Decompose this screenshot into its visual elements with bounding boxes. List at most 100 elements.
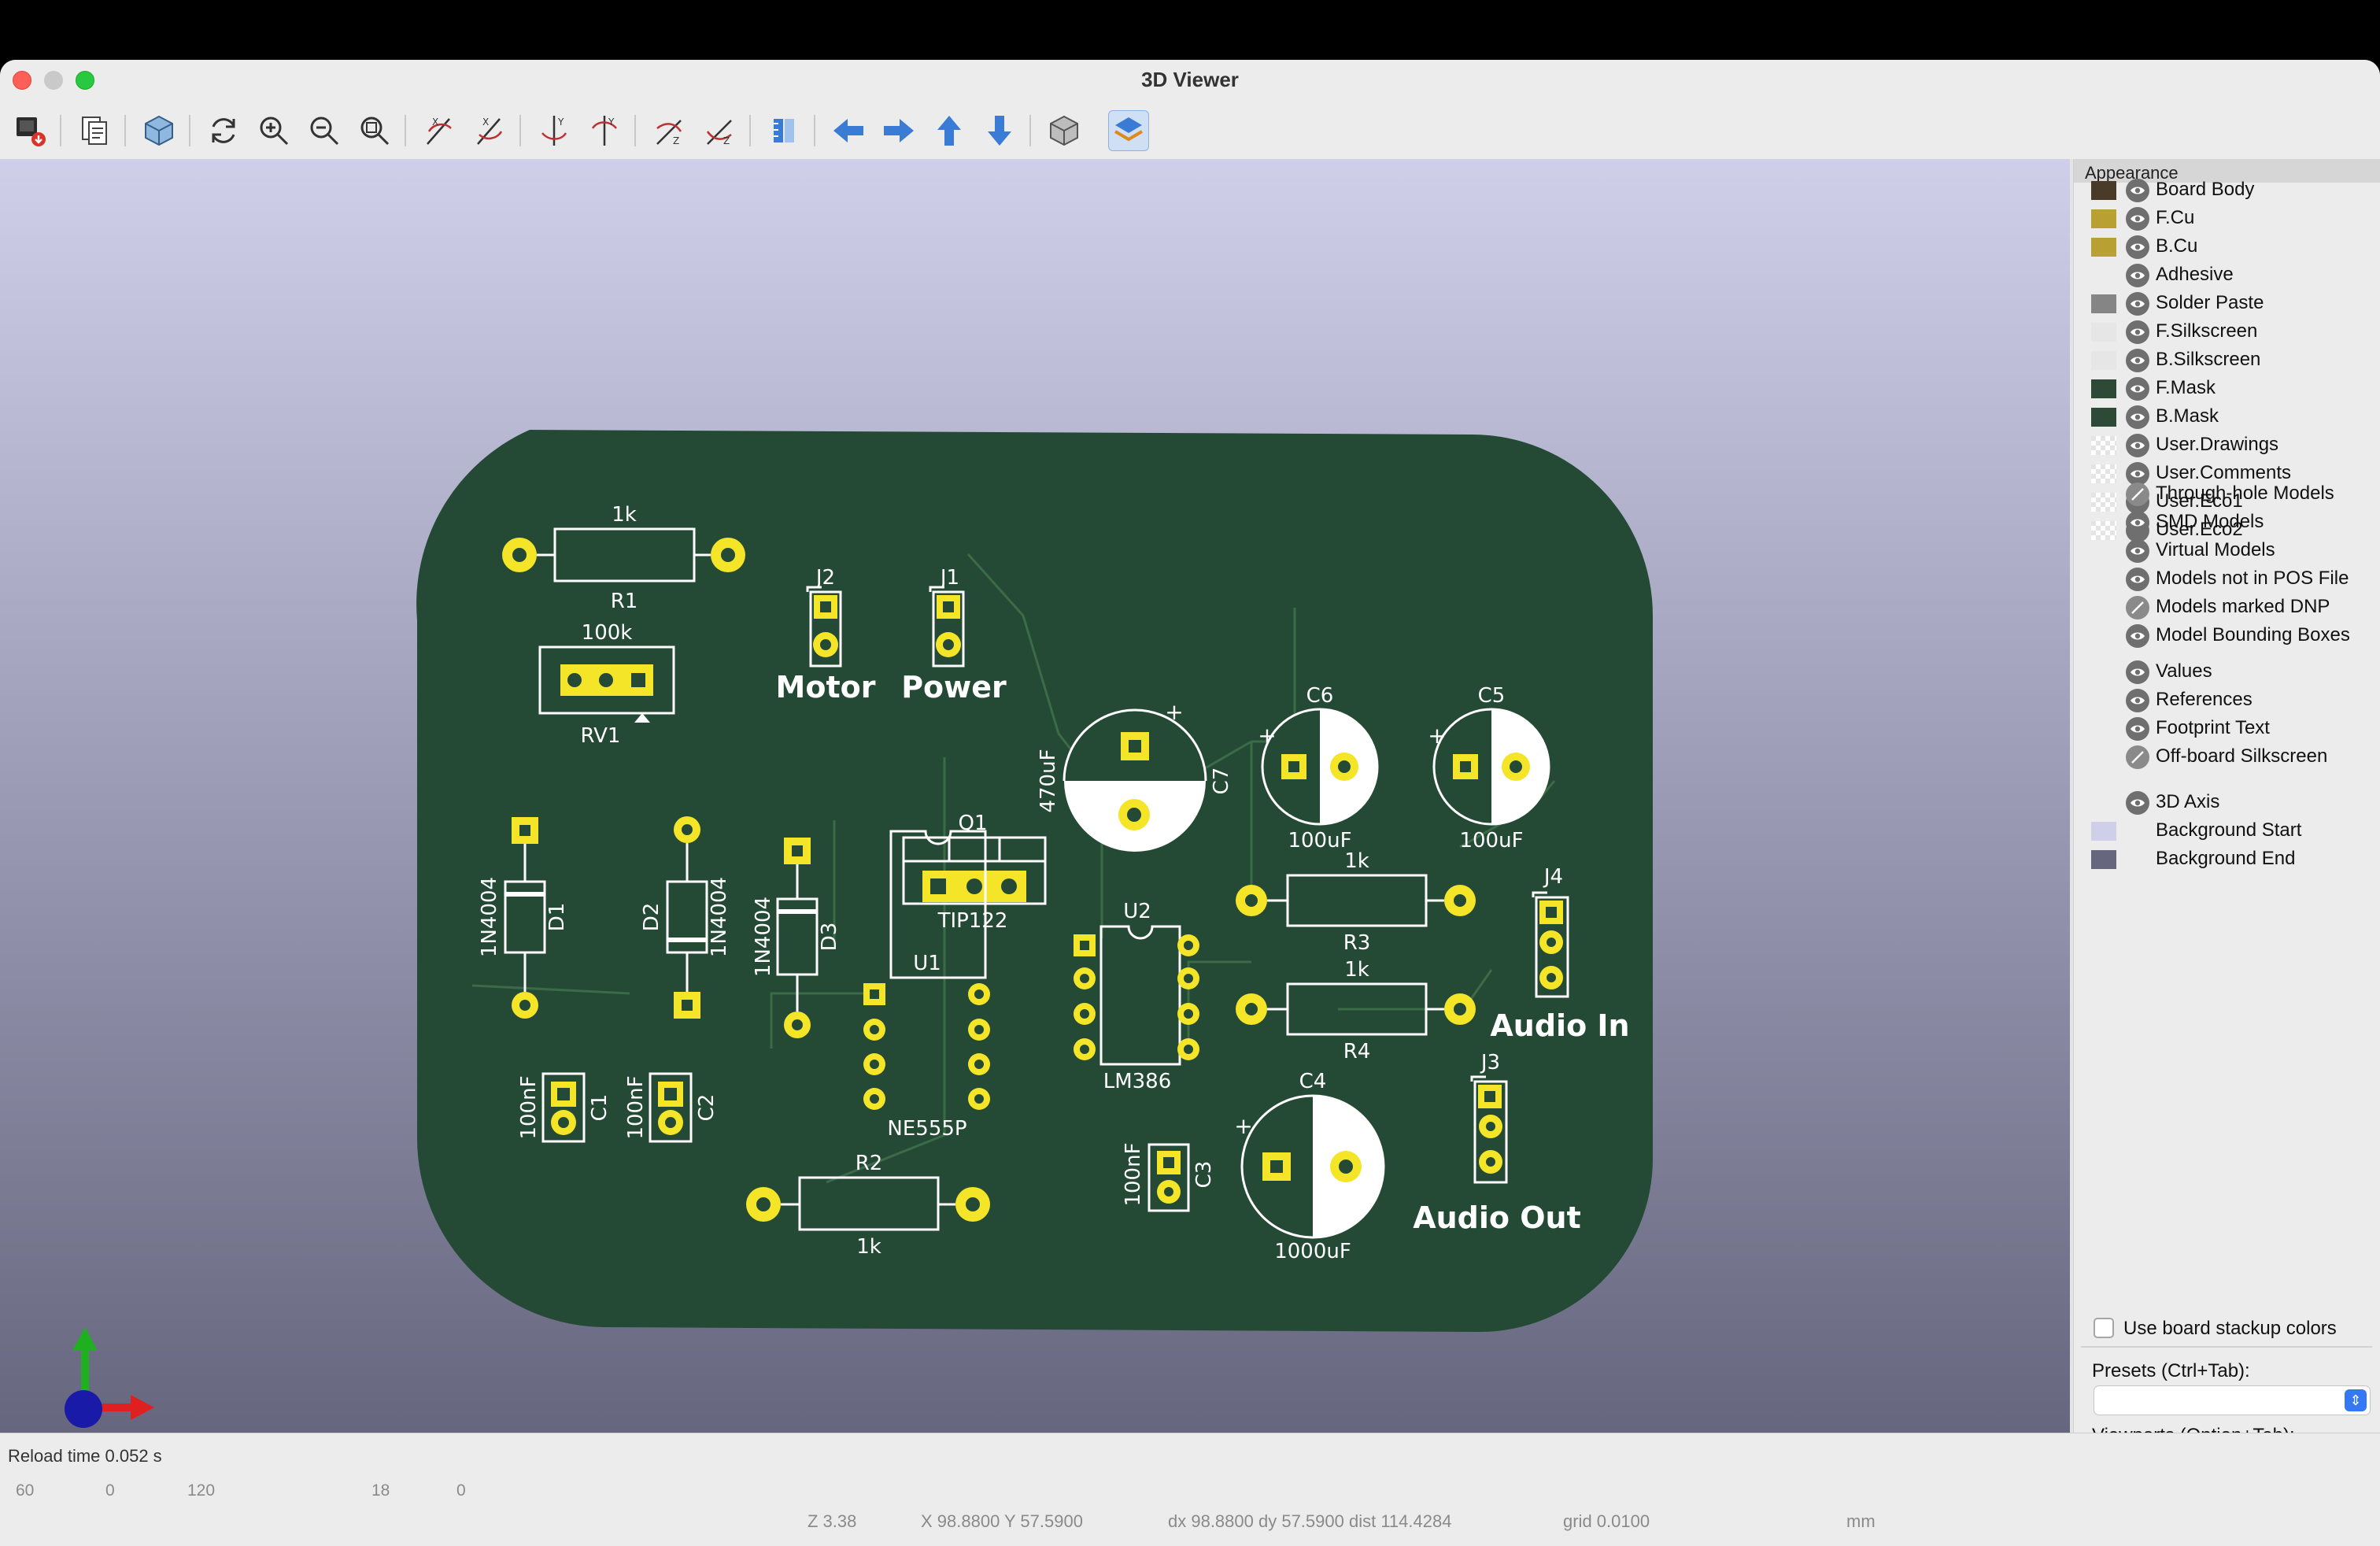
close-window-button[interactable] bbox=[13, 71, 31, 90]
rotate-x-ccw-icon[interactable]: X bbox=[469, 110, 510, 151]
resistor-r1: 1k R1 bbox=[502, 503, 745, 613]
color-swatch[interactable] bbox=[2091, 294, 2116, 313]
r1-ref: R1 bbox=[611, 590, 638, 613]
layer-label: Model Bounding Boxes bbox=[2156, 624, 2350, 645]
ruler-tick: 0 bbox=[456, 1481, 466, 1500]
layer-row-user-eco1[interactable]: User.Eco1 bbox=[2091, 488, 2374, 516]
layer-row-user-drawings[interactable]: User.Drawings bbox=[2091, 431, 2374, 460]
zoom-in-icon[interactable] bbox=[253, 110, 294, 151]
layer-row-f-cu[interactable]: F.Cu bbox=[2091, 205, 2374, 233]
layer-row-3d-axis[interactable]: 3D Axis bbox=[2091, 789, 2374, 817]
maximize-window-button[interactable] bbox=[76, 71, 94, 90]
color-swatch[interactable] bbox=[2091, 379, 2116, 398]
color-swatch[interactable] bbox=[2091, 323, 2116, 342]
eye-icon[interactable] bbox=[2126, 462, 2149, 486]
j1-ref: J1 bbox=[939, 566, 959, 590]
layer-row-model-bounding-boxes[interactable]: Model Bounding Boxes bbox=[2091, 622, 2374, 650]
eye-icon[interactable] bbox=[2126, 568, 2149, 591]
layer-row-references[interactable]: References bbox=[2091, 686, 2374, 715]
eye-icon[interactable] bbox=[2126, 511, 2149, 534]
eye-icon[interactable] bbox=[2126, 377, 2149, 401]
eye-hidden-icon[interactable] bbox=[2126, 483, 2149, 506]
eye-icon[interactable] bbox=[2126, 207, 2149, 231]
rotate-y-cw-icon[interactable]: Y bbox=[534, 110, 575, 151]
eye-icon[interactable] bbox=[2126, 320, 2149, 344]
eye-icon[interactable] bbox=[2126, 292, 2149, 316]
rotate-z-ccw-icon[interactable]: Z bbox=[699, 110, 740, 151]
color-swatch[interactable] bbox=[2091, 493, 2116, 512]
layer-row-models-marked-dnp[interactable]: Models marked DNP bbox=[2091, 594, 2374, 622]
move-down-icon[interactable] bbox=[979, 110, 1020, 151]
layer-row-f-silkscreen[interactable]: F.Silkscreen bbox=[2091, 318, 2374, 346]
color-swatch[interactable] bbox=[2091, 238, 2116, 257]
copy-icon[interactable] bbox=[74, 110, 115, 151]
rotate-x-cw-icon[interactable]: X bbox=[419, 110, 460, 151]
connector-j1: J1 Power bbox=[901, 566, 1007, 705]
eye-icon[interactable] bbox=[2126, 349, 2149, 372]
presets-select[interactable]: ⇕ bbox=[2094, 1385, 2371, 1415]
use-board-stackup-colors-checkbox[interactable] bbox=[2094, 1318, 2114, 1338]
layer-row-virtual-models[interactable]: Virtual Models bbox=[2091, 537, 2374, 565]
u1-value: NE555P bbox=[887, 1117, 966, 1141]
color-swatch[interactable] bbox=[2091, 408, 2116, 427]
layer-row-through-hole-models[interactable]: Through-hole Models bbox=[2091, 480, 2374, 509]
layer-row-b-silkscreen[interactable]: B.Silkscreen bbox=[2091, 346, 2374, 375]
layer-row-board-body[interactable]: Board Body bbox=[2091, 176, 2374, 205]
eye-icon[interactable] bbox=[2126, 689, 2149, 712]
move-left-icon[interactable] bbox=[828, 110, 869, 151]
color-swatch[interactable] bbox=[2091, 822, 2116, 841]
connector-j3: J3 Audio Out bbox=[1413, 1051, 1581, 1235]
layer-row-solder-paste[interactable]: Solder Paste bbox=[2091, 290, 2374, 318]
eye-icon[interactable] bbox=[2126, 179, 2149, 202]
color-swatch[interactable] bbox=[2091, 209, 2116, 228]
eye-icon[interactable] bbox=[2126, 434, 2149, 457]
eye-icon[interactable] bbox=[2126, 235, 2149, 259]
move-up-icon[interactable] bbox=[929, 110, 970, 151]
3d-viewport[interactable]: 1k R1 100k RV1 1N4004 D1 bbox=[0, 159, 2070, 1433]
eye-icon[interactable] bbox=[2126, 791, 2149, 815]
export-icon[interactable] bbox=[9, 110, 50, 151]
layer-row-models-not-in-pos-file[interactable]: Models not in POS File bbox=[2091, 565, 2374, 594]
minimize-window-button[interactable] bbox=[44, 71, 63, 90]
layer-row-user-comments[interactable]: User.Comments bbox=[2091, 460, 2374, 488]
color-swatch[interactable] bbox=[2091, 850, 2116, 869]
eye-icon[interactable] bbox=[2126, 660, 2149, 684]
eye-hidden-icon[interactable] bbox=[2126, 596, 2149, 620]
layer-row-off-board-silkscreen[interactable]: Off-board Silkscreen bbox=[2091, 743, 2374, 771]
move-right-icon[interactable] bbox=[878, 110, 919, 151]
eye-icon[interactable] bbox=[2126, 717, 2149, 741]
eye-icon[interactable] bbox=[2126, 624, 2149, 648]
c7-value: 470uF bbox=[1037, 749, 1060, 812]
layer-row-footprint-text[interactable]: Footprint Text bbox=[2091, 715, 2374, 743]
transistor-q1: Q1 TIP122 bbox=[902, 812, 1047, 933]
layers-toggle-icon[interactable] bbox=[1108, 110, 1149, 151]
q1-value: TIP122 bbox=[937, 909, 1008, 933]
color-swatch[interactable] bbox=[2091, 181, 2116, 200]
ortho-icon[interactable] bbox=[1044, 110, 1085, 151]
layer-row-smd-models[interactable]: SMD Models bbox=[2091, 509, 2374, 537]
eye-hidden-icon[interactable] bbox=[2126, 745, 2149, 769]
color-swatch[interactable] bbox=[2091, 521, 2116, 540]
raytrace-icon[interactable] bbox=[139, 110, 179, 151]
eye-icon[interactable] bbox=[2126, 539, 2149, 563]
layer-row-f-mask[interactable]: F.Mask bbox=[2091, 375, 2374, 403]
color-swatch[interactable] bbox=[2091, 436, 2116, 455]
rotate-z-cw-icon[interactable]: Z bbox=[649, 110, 689, 151]
layer-row-values[interactable]: Values bbox=[2091, 658, 2374, 686]
color-swatch[interactable] bbox=[2091, 464, 2116, 483]
zoom-fit-icon[interactable] bbox=[354, 110, 395, 151]
zoom-out-icon[interactable] bbox=[304, 110, 345, 151]
layer-row-b-cu[interactable]: B.Cu bbox=[2091, 233, 2374, 261]
layer-row-background-end[interactable]: Background End bbox=[2091, 845, 2374, 874]
color-swatch[interactable] bbox=[2091, 351, 2116, 370]
layer-row-b-mask[interactable]: B.Mask bbox=[2091, 403, 2374, 431]
layer-row-background-start[interactable]: Background Start bbox=[2091, 817, 2374, 845]
eye-icon[interactable] bbox=[2126, 405, 2149, 429]
panel-splitter[interactable] bbox=[2070, 159, 2073, 1433]
flip-board-icon[interactable] bbox=[763, 110, 804, 151]
rotate-y-ccw-icon[interactable]: Y bbox=[584, 110, 625, 151]
eye-icon[interactable] bbox=[2126, 264, 2149, 287]
reload-icon[interactable] bbox=[203, 110, 244, 151]
layer-row-adhesive[interactable]: Adhesive bbox=[2091, 261, 2374, 290]
u2-ref: U2 bbox=[1123, 900, 1151, 923]
